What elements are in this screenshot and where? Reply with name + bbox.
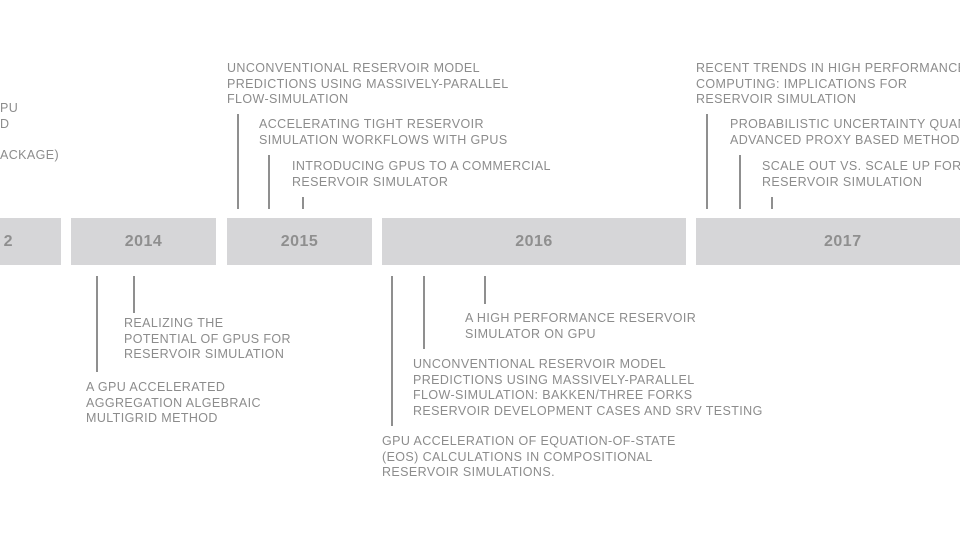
paper-title-2017-2: PROBABILISTIC UNCERTAINTY QUAN ADVANCED … [730,117,960,147]
connector-2017-2 [739,155,741,209]
year-label: 2017 [824,232,862,250]
connector-2015-2 [268,155,270,209]
connector-2016-2 [423,276,425,349]
connector-2015-1 [237,114,239,209]
paper-title-2017-1: RECENT TRENDS IN HIGH PERFORMANCE COMPUT… [696,61,960,106]
year-bar-2012: 2 [0,218,61,265]
connector-2015-3 [302,197,304,209]
connector-2017-3 [771,197,773,209]
connector-2016-3 [391,276,393,426]
edge-label-a: PU [0,101,19,115]
edge-label-c: ACKAGE) [0,148,60,162]
paper-title-2015-2: ACCELERATING TIGHT RESERVOIR SIMULATION … [259,117,508,147]
year-bar-2016: 2016 [382,218,686,265]
year-bar-2017: 2017 [696,218,960,265]
connector-2016-1 [484,276,486,304]
paper-title-2016-1: A HIGH PERFORMANCE RESERVOIR SIMULATOR O… [465,311,697,341]
year-label: 2014 [124,232,163,250]
year-bar-2014: 2014 [71,218,216,265]
connector-2017-1 [706,114,708,209]
paper-title-2014-2: A GPU ACCELERATED AGGREGATION ALGEBRAIC … [86,380,261,425]
year-label: 2 [3,232,13,250]
connector-2014-1 [133,276,135,313]
year-label: 2016 [515,232,553,250]
year-label: 2015 [280,232,319,250]
connector-2014-2 [96,276,98,372]
edge-label-b: D [0,117,10,131]
paper-title-2016-2: UNCONVENTIONAL RESERVOIR MODEL PREDICTIO… [413,357,763,418]
year-bar-2015: 2015 [227,218,372,265]
paper-title-2017-3: SCALE OUT VS. SCALE UP FOR U RESERVOIR S… [762,159,960,189]
paper-title-2014-1: REALIZING THE POTENTIAL OF GPUS FOR RESE… [124,316,291,361]
paper-title-2015-3: INTRODUCING GPUS TO A COMMERCIAL RESERVO… [292,159,551,189]
paper-title-2016-3: GPU ACCELERATION OF EQUATION-OF-STATE (E… [382,434,676,479]
paper-title-2015-1: UNCONVENTIONAL RESERVOIR MODEL PREDICTIO… [227,61,509,106]
